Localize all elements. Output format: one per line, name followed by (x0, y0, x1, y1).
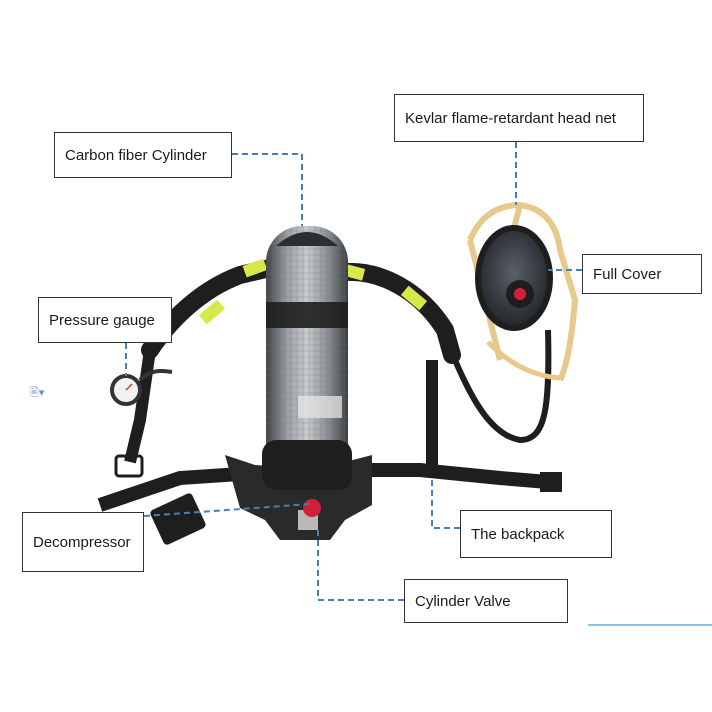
divider-line (588, 624, 712, 626)
leader-valve (318, 530, 404, 600)
label-carbon-cylinder: Carbon fiber Cylinder (54, 132, 232, 178)
label-kevlar-text: Kevlar flame-retardant head net (405, 110, 616, 127)
label-kevlar-head-net: Kevlar flame-retardant head net (394, 94, 644, 142)
label-decompressor: Decompressor (22, 512, 144, 572)
label-gauge-text: Pressure gauge (49, 312, 155, 329)
breathing-hose (455, 330, 548, 440)
label-pressure-gauge: Pressure gauge (38, 297, 172, 343)
label-backpack-text: The backpack (471, 526, 564, 543)
label-backpack: The backpack (460, 510, 612, 558)
label-full-cover: Full Cover (582, 254, 702, 294)
document-icon: 🖹▾ (30, 384, 44, 403)
full-cover-mask (478, 228, 550, 328)
label-valve-text: Cylinder Valve (415, 593, 511, 610)
carbon-cylinder (262, 226, 352, 490)
leader-carbon (232, 154, 302, 226)
leader-backpack (432, 478, 460, 528)
label-cylinder-valve: Cylinder Valve (404, 579, 568, 623)
label-decompressor-text: Decompressor (33, 534, 131, 551)
label-carbon-text: Carbon fiber Cylinder (65, 147, 207, 164)
label-cover-text: Full Cover (593, 266, 661, 283)
